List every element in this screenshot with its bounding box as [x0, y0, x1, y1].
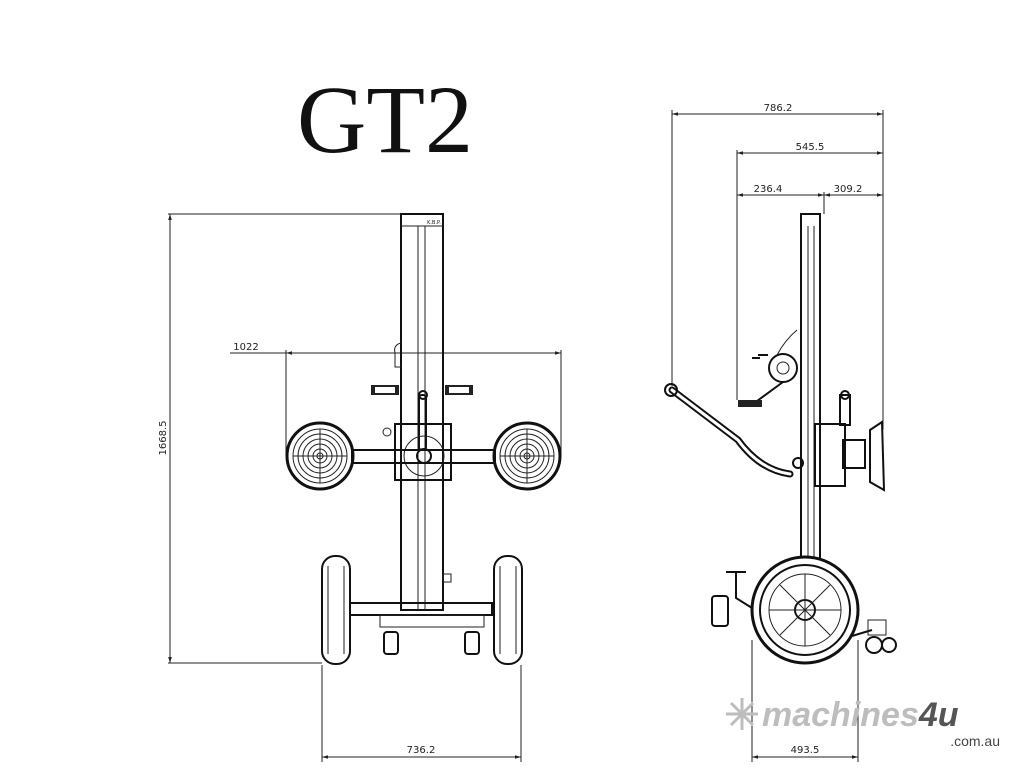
dimension-overall-length-label: 786.2: [764, 103, 793, 114]
dimension-left-offset-label: 236.4: [754, 184, 783, 195]
logo-brand-main: machines: [762, 696, 919, 734]
dimension-wheel-base-label: 493.5: [791, 745, 820, 756]
dimension-cup-span-label: 1022: [233, 342, 258, 353]
suction-cup-right: [492, 421, 562, 491]
caster-left: [383, 631, 399, 655]
winch-crank: [738, 329, 798, 407]
logo-brand-accent: 4u: [918, 696, 959, 734]
dimension-right-offset-label: 309.2: [834, 184, 863, 195]
side-view: 786.2 545.5 236.4 309.2: [664, 103, 897, 762]
suction-cup-left: [285, 421, 355, 491]
cross-bar: [351, 449, 496, 464]
side-suction-cup: [869, 420, 886, 492]
dimension-wheel-track-label: 736.2: [407, 745, 436, 756]
wheel-left: [321, 555, 351, 665]
drawing-title: GT2: [297, 66, 473, 173]
dimension-mast-to-cup-label: 545.5: [796, 142, 825, 153]
carriage: [394, 423, 452, 481]
side-mast: [800, 213, 821, 560]
side-carriage: [814, 423, 846, 487]
mast: [400, 213, 444, 611]
brake-pedal: [726, 571, 753, 609]
logo-domain: .com.au: [950, 733, 1000, 749]
snowflake-logo-icon: [726, 698, 758, 730]
caster-right: [464, 631, 480, 655]
side-wheel: [750, 555, 860, 665]
logo-wordmark: machines4u: [762, 696, 959, 734]
wheel-right: [493, 555, 523, 665]
front-view: 1668.5 1022 K.B.P.: [158, 213, 562, 762]
mast-label-plate: K.B.P.: [427, 220, 441, 226]
dimension-height-label: 1668.5: [158, 421, 169, 456]
machines4u-watermark: machines4u .com.au: [726, 696, 1000, 749]
